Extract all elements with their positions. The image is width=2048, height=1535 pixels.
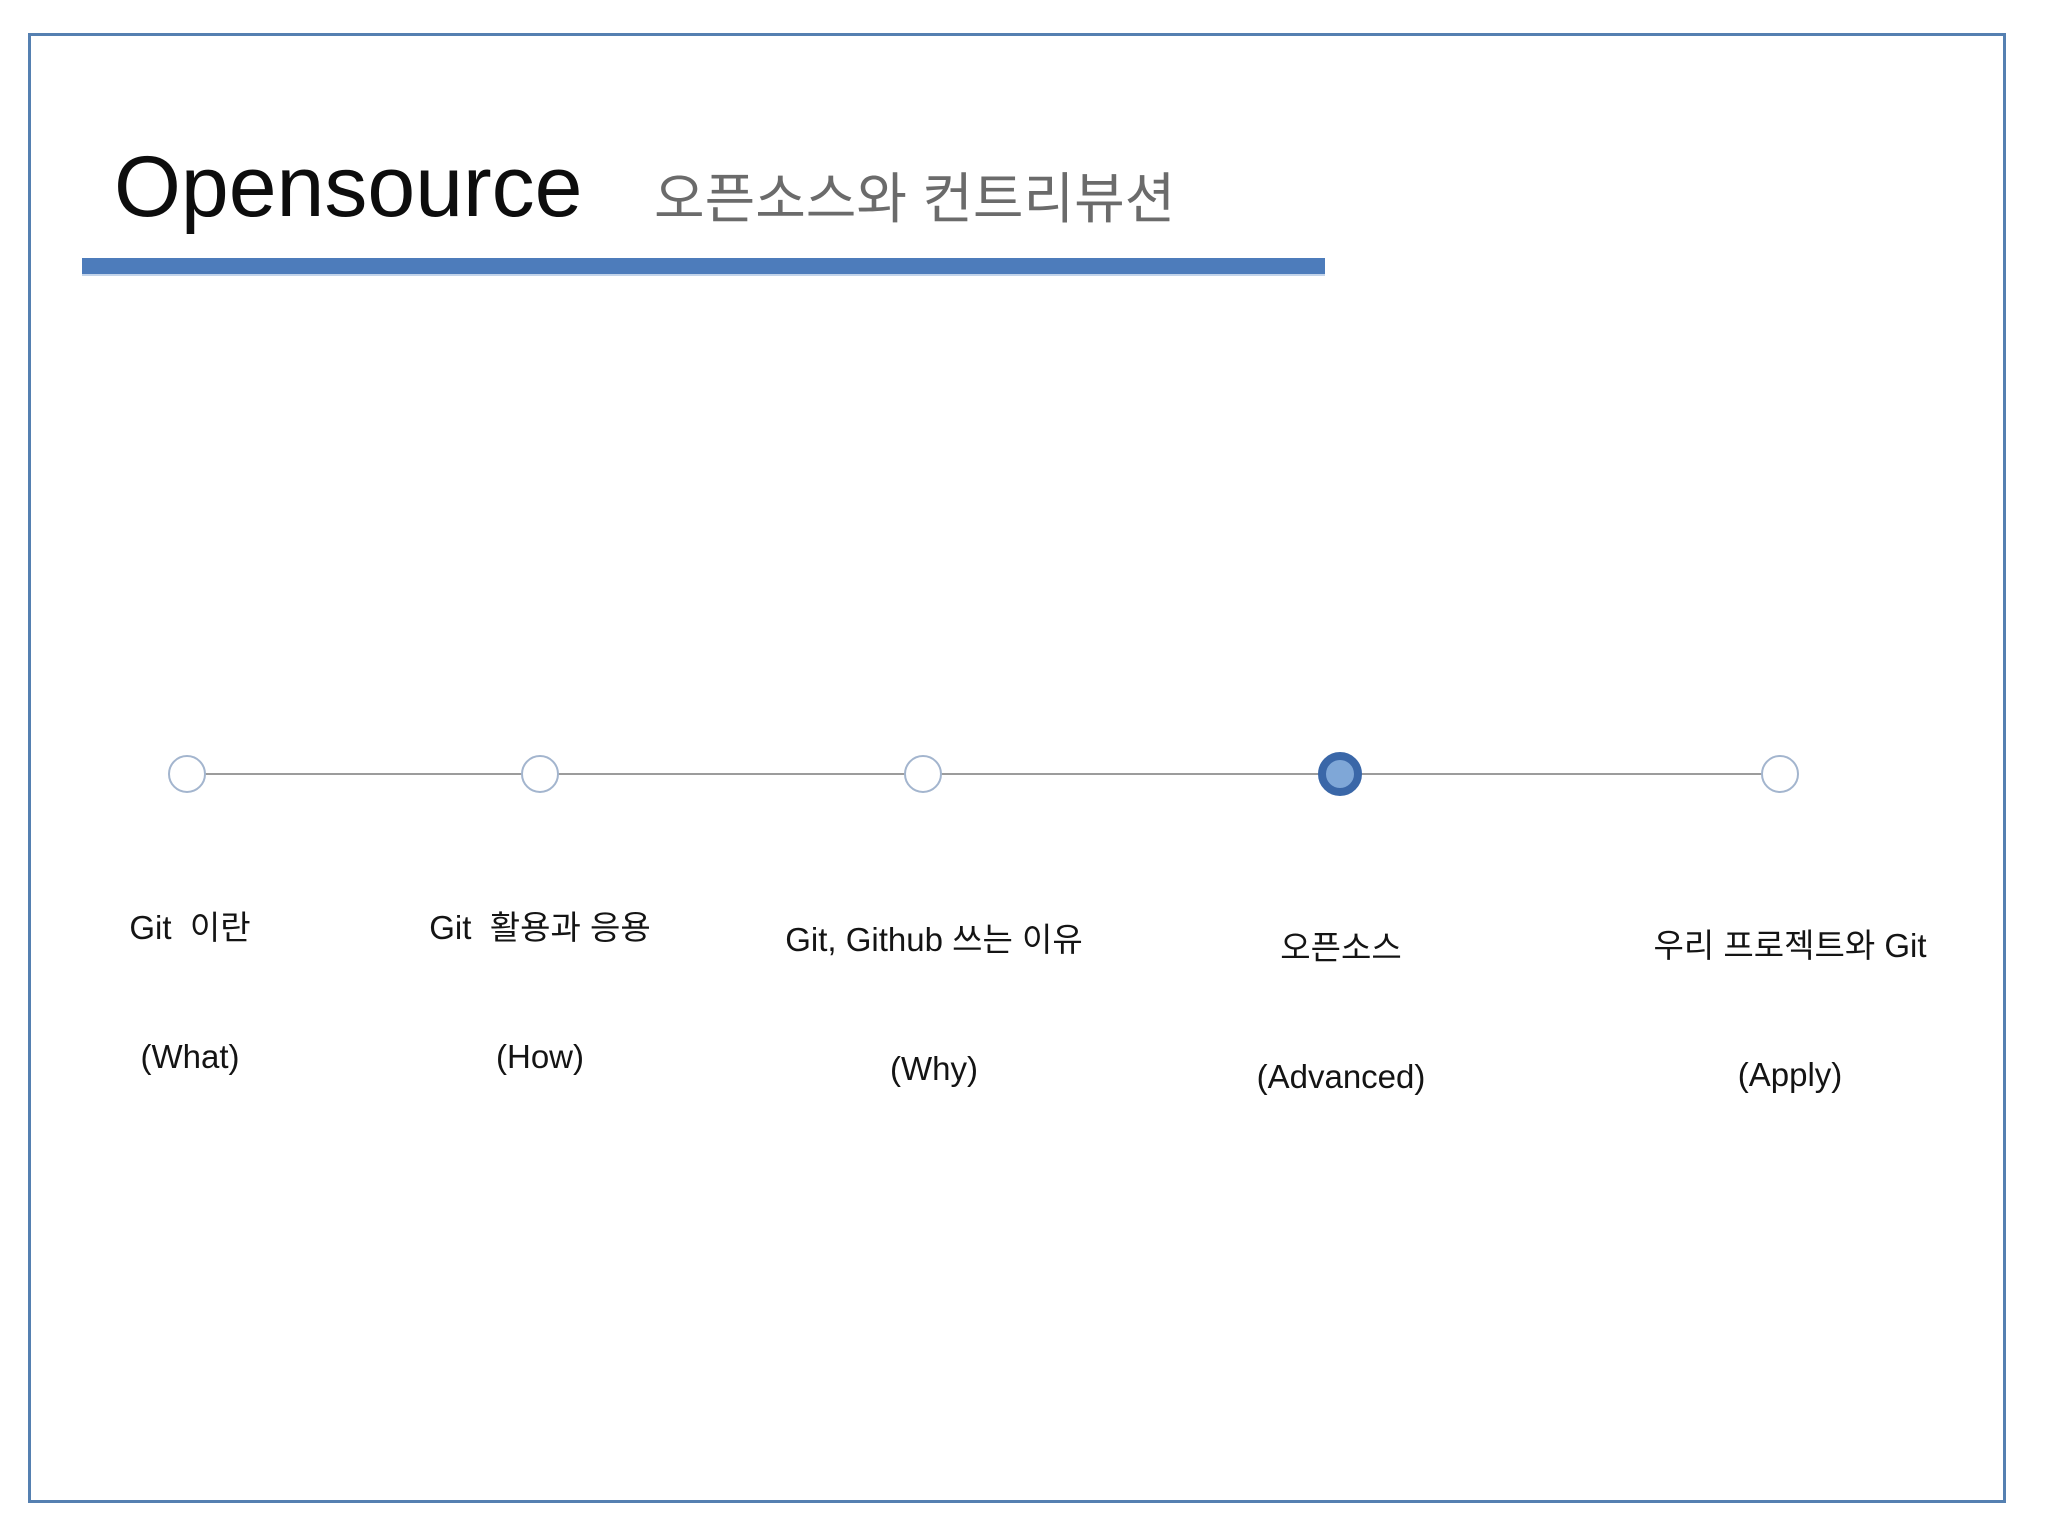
slide-border-frame — [28, 33, 2006, 1503]
step-label-block-why: Git, Github 쓰는 이유 (Why) — [694, 832, 1174, 1176]
step-sublabel: (Advanced) — [1256, 1058, 1426, 1095]
step-circle-advanced-active — [1318, 752, 1362, 796]
step-label-block-advanced: 오픈소스 (Advanced) — [1101, 840, 1581, 1184]
step-sublabel: (Why) — [890, 1050, 978, 1087]
step-label: 우리 프로젝트와 Git — [1653, 927, 1927, 964]
title-accent-bar — [82, 258, 1325, 276]
step-label-block-how: Git 활용과 응용 (How) — [300, 820, 780, 1164]
step-label-block-apply: 우리 프로젝트와 Git (Apply) — [1550, 838, 2030, 1182]
step-label: Git, Github 쓰는 이유 — [785, 921, 1083, 958]
timeline-connector-line — [187, 773, 1780, 775]
step-circle-why — [904, 755, 942, 793]
slide-title: Opensource — [114, 139, 583, 235]
step-circle-how — [521, 755, 559, 793]
step-label: Git 활용과 응용 — [429, 909, 651, 946]
step-sublabel: (How) — [496, 1038, 584, 1075]
step-circle-apply — [1761, 755, 1799, 793]
step-label: 오픈소스 — [1280, 929, 1402, 966]
step-sublabel: (Apply) — [1737, 1056, 1843, 1093]
step-sublabel: (What) — [140, 1038, 240, 1075]
step-label-block-what: Git 이란 (What) — [0, 820, 430, 1164]
step-label: Git 이란 — [129, 909, 251, 946]
slide-subtitle: 오픈소스와 컨트리뷰션 — [654, 168, 1176, 230]
step-circle-what — [168, 755, 206, 793]
